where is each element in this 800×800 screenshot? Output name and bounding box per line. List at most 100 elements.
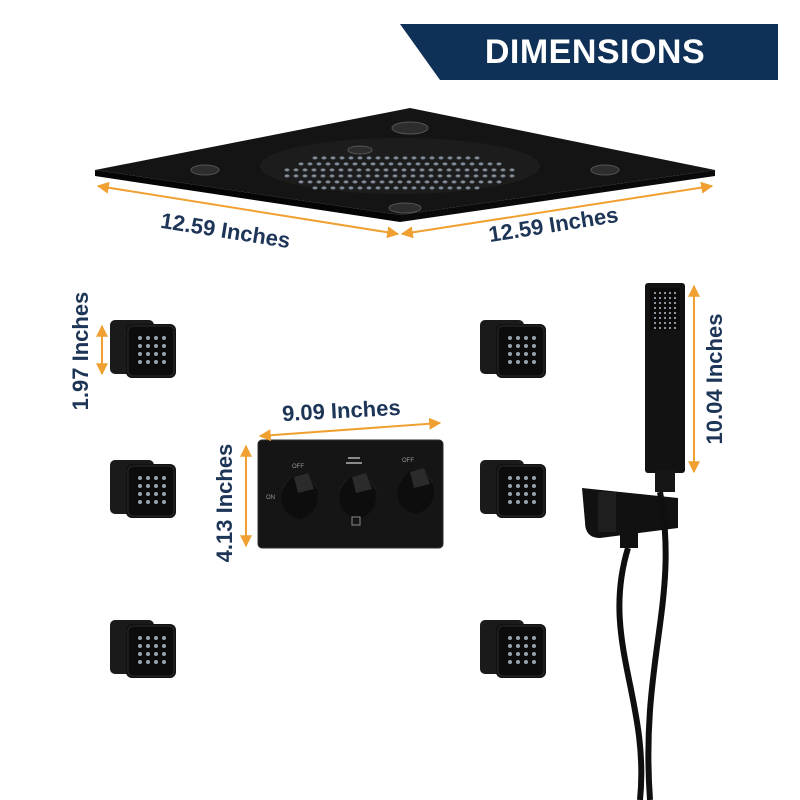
handshower-hole [663, 326, 667, 330]
panel-label-off-left: OFF [292, 464, 304, 470]
nozzle [352, 162, 358, 166]
nozzle [420, 156, 426, 160]
handshower-hole [673, 321, 677, 325]
nozzle [321, 156, 327, 160]
body-jet-4 [479, 319, 547, 379]
handshower-hole [658, 326, 662, 330]
nozzle [406, 180, 412, 184]
handshower-hole [673, 301, 677, 305]
nozzle [473, 168, 479, 172]
nozzle [464, 168, 470, 172]
handshower-hole [673, 316, 677, 320]
nozzle [487, 162, 493, 166]
showerhead-right-arrow [400, 181, 714, 239]
nozzle [393, 186, 399, 190]
handshower-hole [663, 311, 667, 315]
nozzle [419, 168, 425, 172]
nozzle [307, 180, 313, 184]
nozzle [424, 162, 430, 166]
nozzle [284, 168, 290, 172]
nozzle [370, 180, 376, 184]
nozzle [334, 180, 340, 184]
nozzle [298, 180, 304, 184]
nozzle [392, 168, 398, 172]
handshower-hole [663, 296, 667, 300]
nozzle [298, 162, 304, 166]
nozzle [433, 162, 439, 166]
handshower-hole [668, 326, 672, 330]
nozzle [343, 162, 349, 166]
handshower-hole [663, 301, 667, 305]
nozzle [366, 156, 372, 160]
nozzle [334, 162, 340, 166]
nozzle [384, 186, 390, 190]
body-jet-6 [479, 619, 547, 679]
nozzle [339, 156, 345, 160]
title-banner [400, 24, 778, 80]
handshower-hole [663, 291, 667, 295]
nozzle [455, 168, 461, 172]
nozzle [428, 168, 434, 172]
rain-showerhead [95, 108, 715, 222]
nozzle [375, 156, 381, 160]
nozzle [348, 186, 354, 190]
nozzle [379, 162, 385, 166]
nozzle [438, 186, 444, 190]
nozzle [456, 156, 462, 160]
handshower-hole [653, 311, 657, 315]
handshower-hole [673, 291, 677, 295]
nozzle [320, 168, 326, 172]
nozzle [357, 156, 363, 160]
nozzle [384, 156, 390, 160]
handshower-hole [668, 321, 672, 325]
handshower-hole [673, 306, 677, 310]
hand-shower [582, 283, 685, 800]
nozzle [429, 156, 435, 160]
nozzle [293, 168, 299, 172]
nozzle [455, 174, 461, 178]
nozzle [474, 186, 480, 190]
handshower-hole [658, 291, 662, 295]
nozzle [329, 174, 335, 178]
nozzle [491, 168, 497, 172]
panel-label-on: ON [266, 495, 275, 501]
nozzle [316, 180, 322, 184]
nozzle [482, 168, 488, 172]
nozzle [469, 162, 475, 166]
nozzle [446, 168, 452, 172]
nozzle [473, 174, 479, 178]
nozzle [325, 162, 331, 166]
handshower-hole [668, 301, 672, 305]
handshower-hole [653, 326, 657, 330]
nozzle [307, 162, 313, 166]
body-jet-label: 1.97 Inches [68, 291, 93, 411]
nozzle [451, 162, 457, 166]
nozzle [312, 156, 318, 160]
nozzle [420, 186, 426, 190]
nozzle [361, 180, 367, 184]
nozzle [465, 186, 471, 190]
nozzle [312, 186, 318, 190]
nozzle [509, 168, 515, 172]
nozzle [325, 180, 331, 184]
nozzle [397, 162, 403, 166]
nozzle [496, 162, 502, 166]
nozzle [388, 180, 394, 184]
nozzle [370, 162, 376, 166]
nozzle [311, 168, 317, 172]
nozzle [361, 162, 367, 166]
handshower-hole [653, 296, 657, 300]
nozzle [469, 180, 475, 184]
nozzle [474, 156, 480, 160]
nozzle [411, 186, 417, 190]
nozzle [465, 156, 471, 160]
nozzle [424, 180, 430, 184]
body-jet-1 [109, 319, 177, 379]
nozzle [366, 186, 372, 190]
handshower-hole [653, 316, 657, 320]
nozzle [330, 186, 336, 190]
nozzle [397, 180, 403, 184]
nozzle [500, 168, 506, 172]
handshower-hole [653, 321, 657, 325]
